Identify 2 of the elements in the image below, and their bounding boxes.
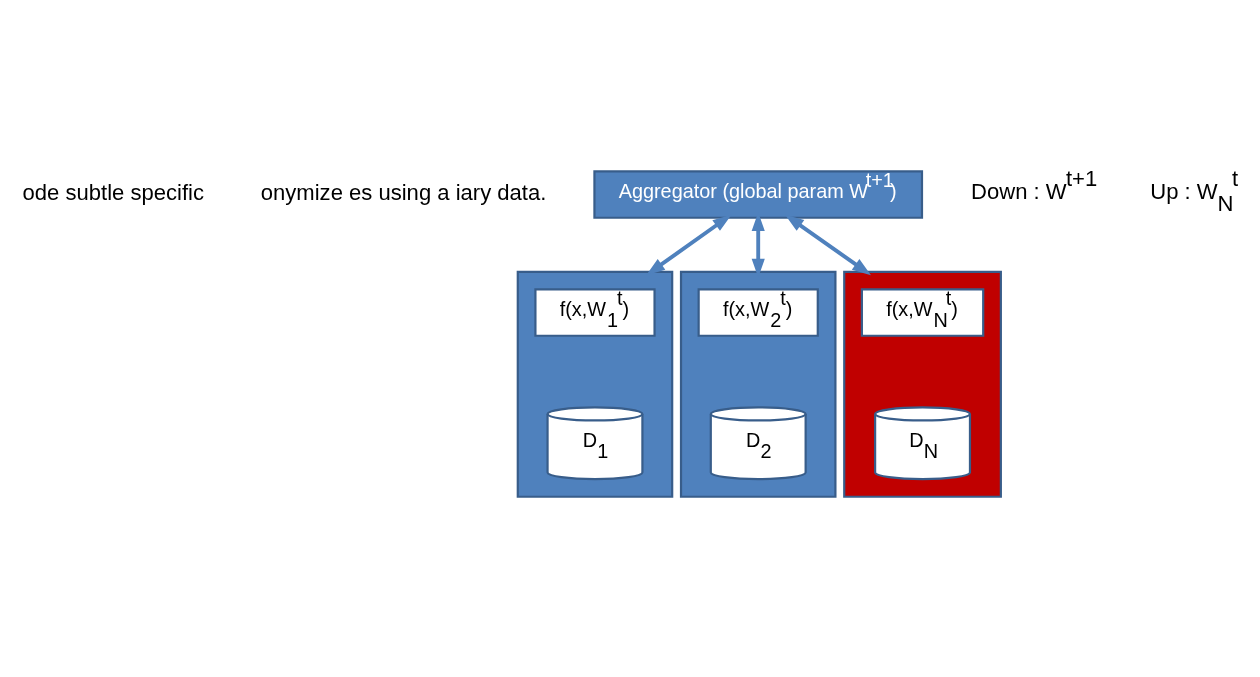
label: ode subtle specific bbox=[22, 180, 204, 206]
label: onymize es using a iary data. bbox=[260, 180, 547, 206]
